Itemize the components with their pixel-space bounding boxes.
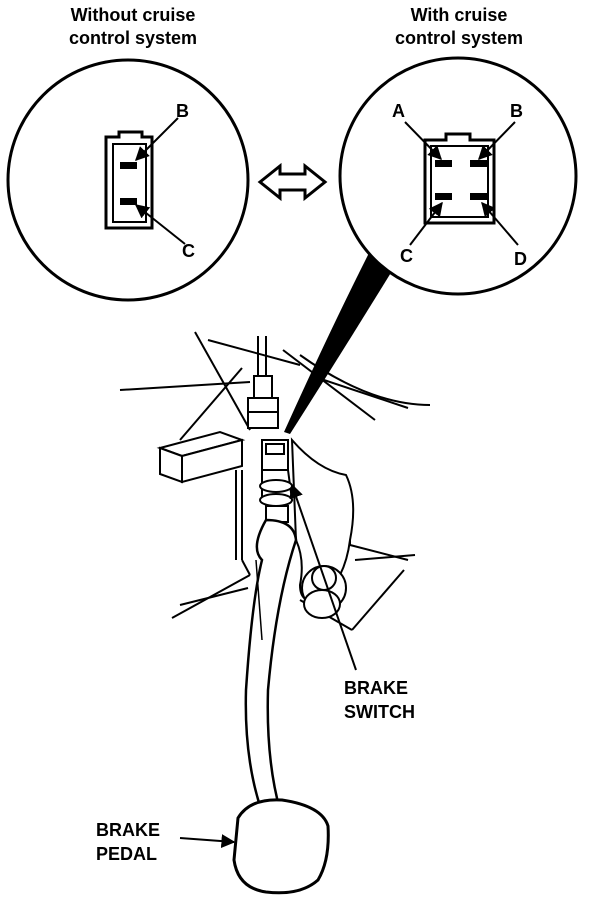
left-pin-label-c: C	[182, 241, 195, 261]
double-arrow-icon	[257, 162, 328, 202]
terminal-b	[120, 162, 137, 169]
pointer-d	[481, 201, 519, 246]
connector-detail-without-cruise	[6, 58, 250, 302]
with-cruise-title-line1: With cruise	[410, 5, 508, 25]
with-cruise-title: With cruise control system	[376, 4, 542, 50]
terminal-a	[435, 160, 452, 167]
pointer-a	[404, 121, 442, 161]
brake-switch-leader	[289, 483, 357, 671]
brake-pedal-label-line2: PEDAL	[96, 844, 158, 864]
terminal-c	[120, 198, 137, 205]
pedal-pad	[232, 798, 330, 895]
with-cruise-title-line2: control system	[394, 28, 524, 48]
terminal-d	[470, 193, 487, 200]
terminal-b	[470, 160, 487, 167]
brake-pedal-label: BRAKE PEDAL	[96, 818, 160, 866]
brake-pedal-label-line1: BRAKE	[96, 820, 161, 840]
right-pin-label-d: D	[514, 249, 527, 269]
left-pin-label-b: B	[176, 101, 189, 121]
brake-switch-label: BRAKE SWITCH	[344, 676, 415, 724]
pointer-c	[134, 204, 186, 245]
without-cruise-title-line1: Without cruise	[70, 5, 196, 25]
terminal-c	[435, 193, 452, 200]
pointer-b	[478, 121, 516, 161]
right-pin-label-b: B	[510, 101, 523, 121]
detail-leader	[284, 247, 400, 434]
brake-switch-label-line2: SWITCH	[344, 702, 415, 722]
brake-switch-label-line1: BRAKE	[344, 678, 409, 698]
pedal-bracket	[290, 437, 355, 619]
harness-connector	[247, 336, 279, 429]
pointer-c	[409, 201, 443, 246]
pedal-arm	[244, 518, 298, 814]
right-pin-label-c: C	[400, 246, 413, 266]
connector-detail-with-cruise	[284, 56, 578, 434]
relay-block	[156, 430, 246, 484]
brake-switch	[259, 439, 294, 523]
right-pin-label-a: A	[392, 101, 405, 121]
pointer-b	[135, 117, 179, 161]
without-cruise-title-line2: control system	[68, 28, 198, 48]
without-cruise-title: Without cruise control system	[50, 4, 216, 50]
brake-pedal-leader	[179, 834, 236, 849]
